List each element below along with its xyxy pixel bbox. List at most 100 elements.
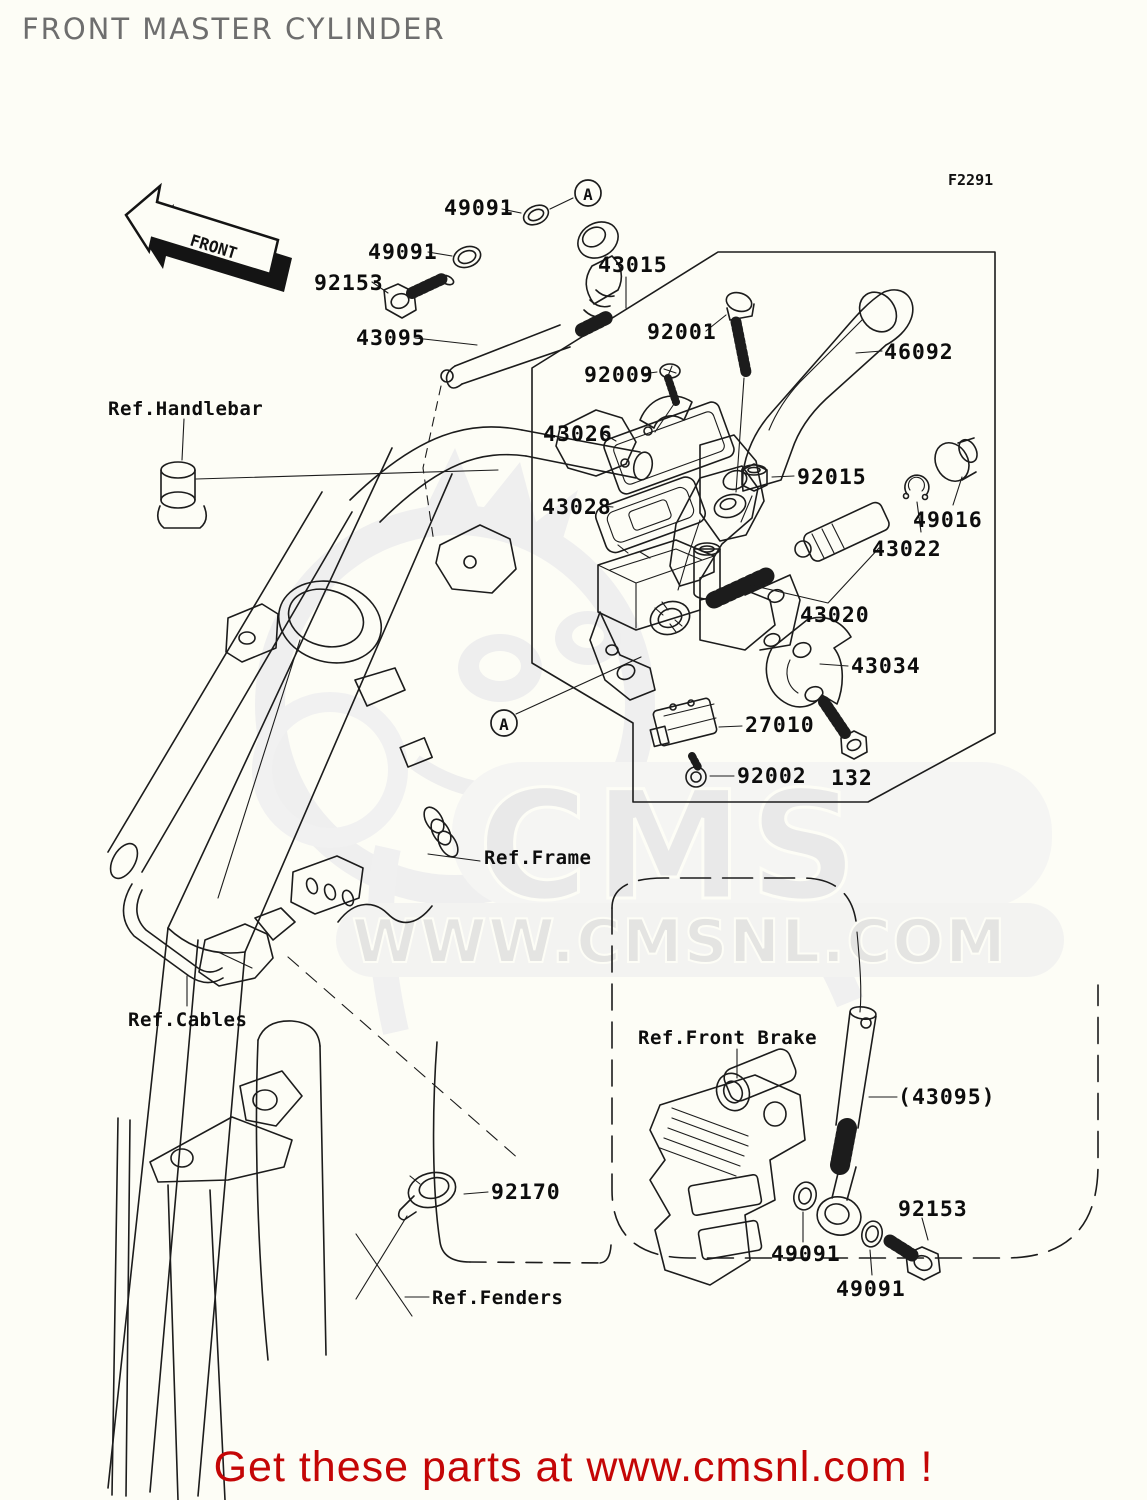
brake-caliper-art <box>649 1048 806 1286</box>
part-label-43015[interactable]: 43015 <box>598 253 668 278</box>
part-label-92001[interactable]: 92001 <box>647 320 717 345</box>
watermark-blob <box>452 762 1052 908</box>
leader-49091-top-a <box>501 208 522 214</box>
view-marker-a1-circle <box>574 179 602 207</box>
part-label-43028[interactable]: 43028 <box>542 495 612 520</box>
front-direction-arrow: FRONT <box>124 182 292 292</box>
banjo-bolt-92153-top <box>383 272 455 319</box>
front-brake-enclosure <box>611 877 1099 1259</box>
washer-49091-top-b <box>452 245 482 269</box>
part-label-49091-low-b[interactable]: 49091 <box>836 1277 906 1302</box>
watermark-eye-right-inner <box>572 624 604 648</box>
nut-92015 <box>741 463 768 492</box>
leader-43022 <box>916 501 922 533</box>
cms-watermark: CMS WWW.CMSNL.COM <box>252 448 1064 1035</box>
ref-label-frame[interactable]: Ref.Frame <box>484 847 591 869</box>
part-label-92009[interactable]: 92009 <box>584 363 654 388</box>
part-label-49091-low-a[interactable]: 49091 <box>771 1242 841 1267</box>
part-label-49016[interactable]: 49016 <box>913 508 983 533</box>
part-label-43034[interactable]: 43034 <box>851 654 921 679</box>
frame-art <box>107 447 459 1497</box>
leader-ref-handlebar <box>181 418 185 461</box>
leader-92015 <box>771 475 795 478</box>
ref-label-fenders[interactable]: Ref.Fenders <box>432 1287 563 1309</box>
axis-92001 <box>735 377 745 493</box>
construction-lines <box>287 385 521 1161</box>
screw-92002 <box>685 752 707 788</box>
part-label-92002[interactable]: 92002 <box>737 764 807 789</box>
leader-92001 <box>705 314 727 332</box>
part-label-46092[interactable]: 46092 <box>884 340 954 365</box>
leader-43026 <box>601 432 617 442</box>
footer-cta-link[interactable]: Get these parts at www.cmsnl.com ! <box>213 1443 934 1491</box>
part-label-43022[interactable]: 43022 <box>872 537 942 562</box>
ref-label-cables[interactable]: Ref.Cables <box>128 1009 247 1031</box>
watermark-url-text: WWW.CMSNL.COM <box>352 907 1007 977</box>
part-label-49091-top-b[interactable]: 49091 <box>368 240 438 265</box>
fenders-art <box>111 1020 612 1500</box>
watermark-eye-left-inner <box>479 651 521 681</box>
part-label-49091-top-a[interactable]: 49091 <box>444 196 514 221</box>
part-label-43095-lower[interactable]: (43095) <box>898 1085 996 1110</box>
leader-ref-fenders-diag <box>355 1233 413 1317</box>
diagram-code: F2291 <box>948 171 993 189</box>
view-marker-a1-label: A <box>583 185 593 204</box>
leader-49091-top-b <box>427 251 453 257</box>
watermark-swirl2 <box>252 692 408 848</box>
watermark-claw <box>420 448 578 548</box>
leader-43020 <box>745 547 880 604</box>
leader-ref-frame <box>427 853 481 862</box>
front-arrow-face <box>124 182 280 276</box>
piston-kit-43020 <box>705 501 890 609</box>
hose-43095-lower-art <box>816 1005 877 1236</box>
pivot-bolt-92001 <box>725 291 755 378</box>
leader-49091-low-b <box>869 1249 873 1276</box>
circlip-43022 <box>902 474 930 501</box>
part-label-43020[interactable]: 43020 <box>800 603 870 628</box>
lever-46092-art <box>669 289 914 591</box>
leader-92153-lower <box>921 1217 929 1241</box>
view-marker-a2-label: A <box>499 715 509 734</box>
page-title: FRONT MASTER CYLINDER <box>22 12 446 46</box>
ref-label-handlebar[interactable]: Ref.Handlebar <box>108 398 263 420</box>
leader-92009 <box>641 371 658 375</box>
leader-92170 <box>463 1191 489 1195</box>
part-label-92153-lower[interactable]: 92153 <box>898 1197 968 1222</box>
handlebar-art <box>107 395 765 880</box>
leader-27010 <box>718 725 743 728</box>
leader-92170-diag <box>355 1215 408 1300</box>
washer-49091-top-a <box>522 204 550 226</box>
switch-27010 <box>649 697 718 748</box>
cap-screw-92009 <box>659 363 681 406</box>
diaphragm-43028 <box>594 476 706 559</box>
view-marker-a2-circle <box>490 709 518 737</box>
part-label-92170[interactable]: 92170 <box>491 1180 561 1205</box>
part-label-43095-top[interactable]: 43095 <box>356 326 426 351</box>
ref-label-front-brake[interactable]: Ref.Front Brake <box>638 1027 817 1049</box>
part-labels: 49091 49091 92153 43095 43015 92001 9200… <box>108 196 996 1309</box>
axis-92015 <box>740 495 753 523</box>
part-label-132[interactable]: 132 <box>831 766 873 791</box>
view-markers: A A <box>490 179 602 737</box>
leader-49016 <box>952 476 963 506</box>
cap-49016 <box>934 437 978 482</box>
watermark-pill <box>336 903 1064 977</box>
leader-43095-top <box>414 337 478 346</box>
assembly-box-43015 <box>531 251 996 803</box>
leader-92153-top <box>371 281 389 294</box>
leader-washer-to-view-a <box>549 197 574 210</box>
clamp-43034 <box>765 616 852 708</box>
part-label-27010[interactable]: 27010 <box>745 713 815 738</box>
part-label-92015[interactable]: 92015 <box>797 465 867 490</box>
part-label-43026[interactable]: 43026 <box>543 422 613 447</box>
washer-49091-low-a <box>793 1181 817 1211</box>
leader-43028 <box>601 505 614 508</box>
clamp-92170 <box>397 1171 457 1221</box>
leader-43034 <box>819 663 849 667</box>
hose-43095-top-art <box>440 221 623 389</box>
cap-43026 <box>603 401 735 495</box>
leader-lines <box>181 197 963 1317</box>
part-label-92153-top[interactable]: 92153 <box>314 271 384 296</box>
